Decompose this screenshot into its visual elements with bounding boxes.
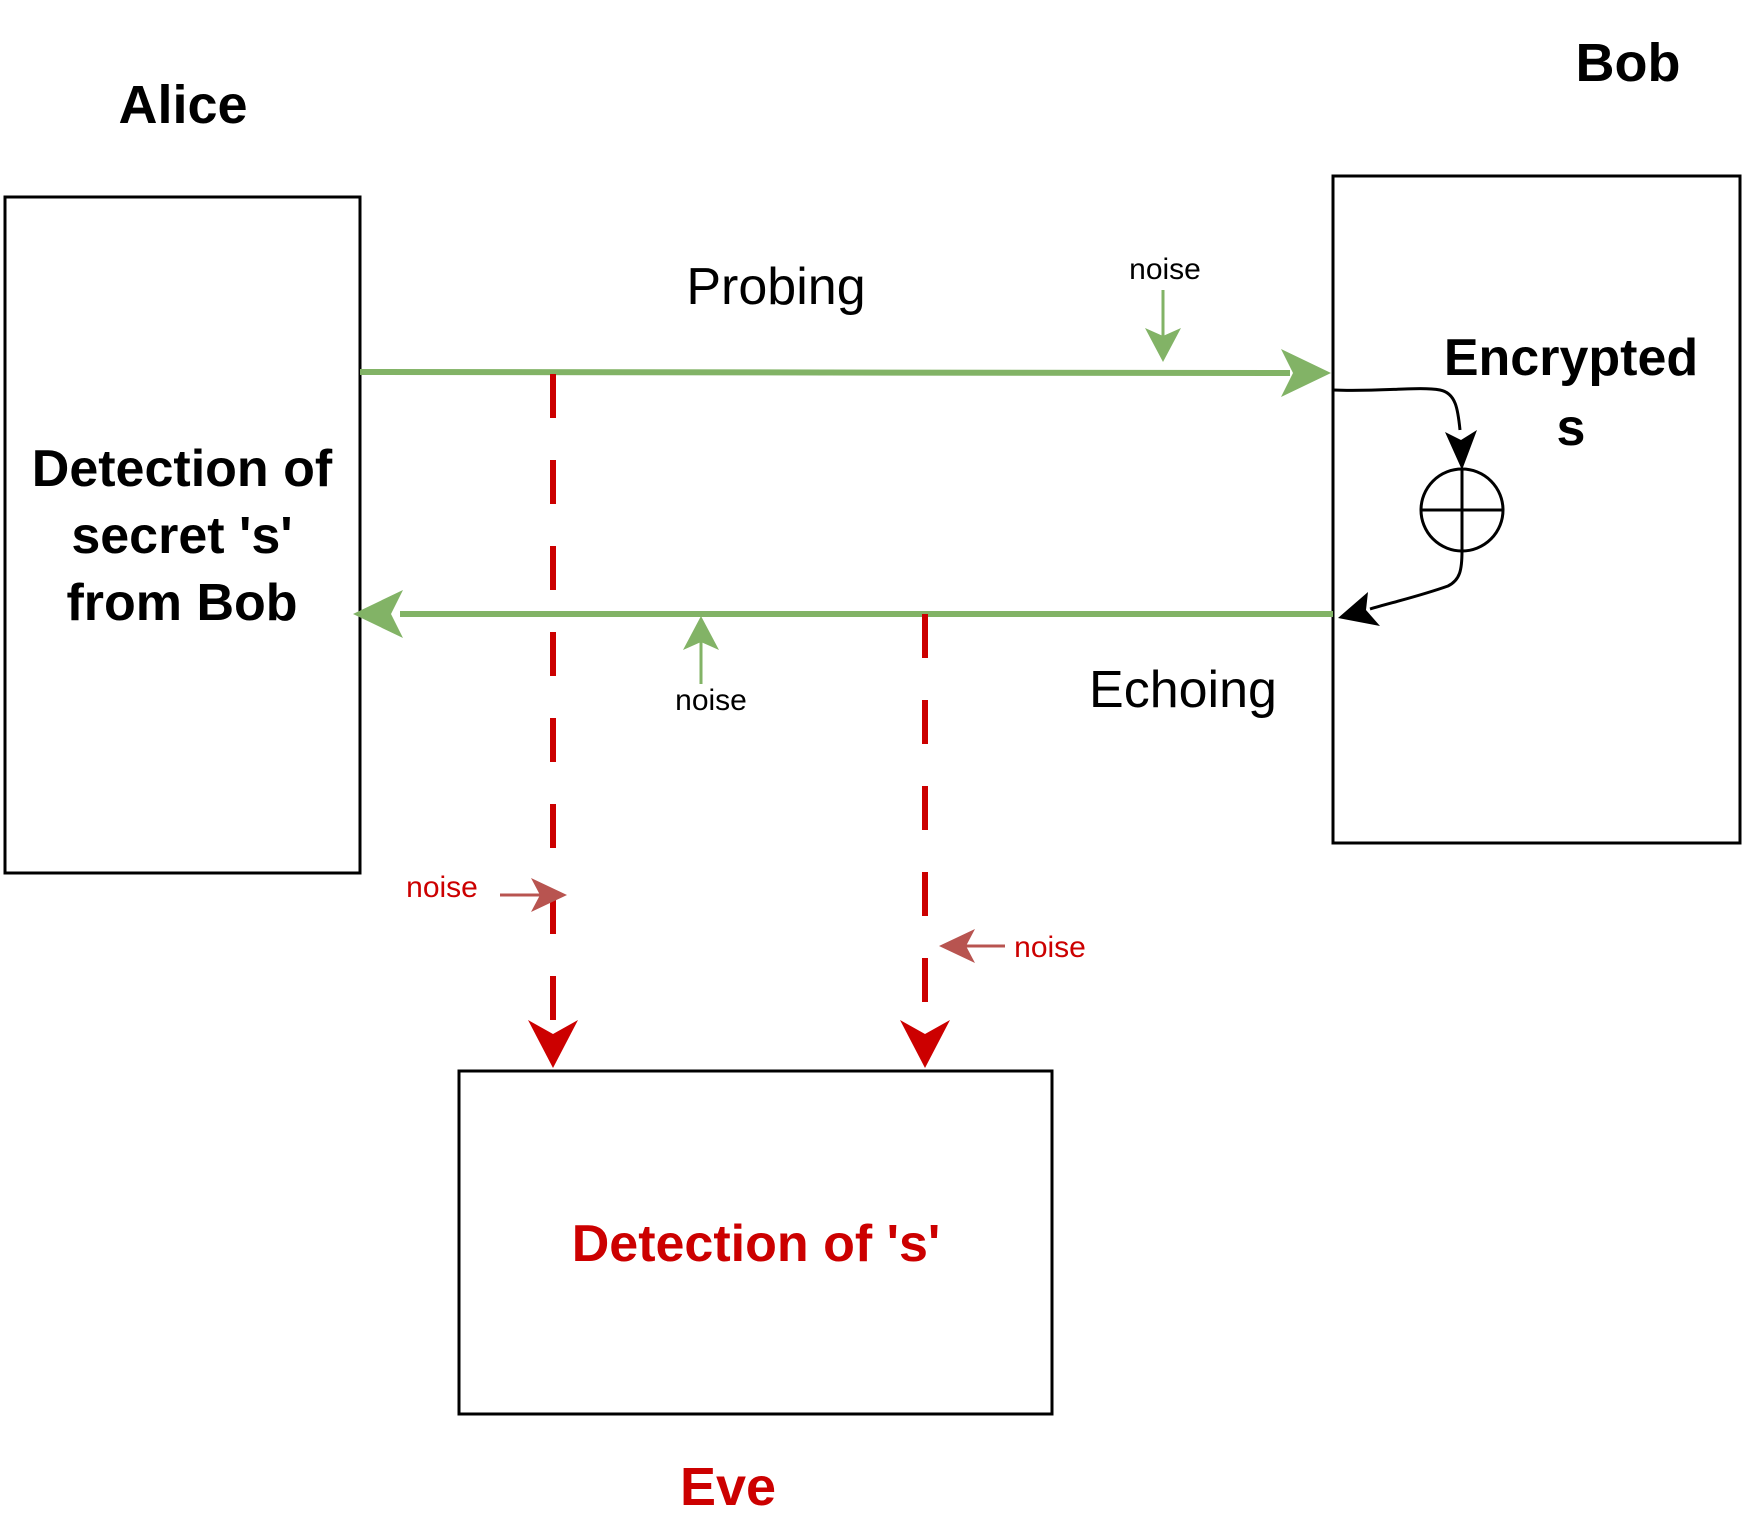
bob-box — [1331, 174, 1742, 845]
xor-output-arrowhead — [1338, 592, 1380, 626]
probing-arrowhead — [1281, 349, 1331, 397]
alice-title: Alice — [118, 75, 247, 135]
probing-arrow-line — [359, 369, 1291, 376]
eve-right-noise-arrowhead — [939, 929, 975, 963]
xor-input-path — [1332, 387, 1462, 431]
eve-box-line-1: Detection of 's' — [572, 1215, 941, 1273]
eve-left-noise-arrowhead — [531, 878, 567, 912]
eve-box — [457, 1069, 1054, 1416]
probing-noise-arrowhead — [1145, 328, 1181, 362]
alice-box-line-3: from Bob — [66, 574, 297, 632]
probing-label: Probing — [686, 258, 865, 316]
echoing-noise-arrowhead — [683, 616, 719, 650]
xor-output-path — [1369, 550, 1464, 611]
eve-right-noise-label: noise — [1014, 931, 1086, 964]
eve-left-noise-label: noise — [406, 871, 478, 904]
xor-icon — [1419, 467, 1505, 553]
bob-box-line-1: Encrypted — [1444, 329, 1698, 387]
bob-title: Bob — [1576, 33, 1681, 93]
echoing-arrowhead — [353, 590, 403, 638]
echoing-noise-label: noise — [675, 684, 747, 717]
echoing-label: Echoing — [1089, 661, 1277, 719]
xor-input-arrowhead — [1445, 430, 1477, 470]
bob-box-line-2: s — [1557, 399, 1586, 457]
alice-box — [3, 195, 362, 875]
alice-box-line-1: Detection of — [32, 440, 333, 498]
probing-noise-label: noise — [1129, 253, 1201, 286]
alice-box-line-2: secret 's' — [71, 507, 292, 565]
eavesdrop-echoing-arrowhead — [900, 1020, 950, 1068]
eavesdrop-probing-arrowhead — [528, 1020, 578, 1068]
eve-title: Eve — [680, 1457, 776, 1517]
